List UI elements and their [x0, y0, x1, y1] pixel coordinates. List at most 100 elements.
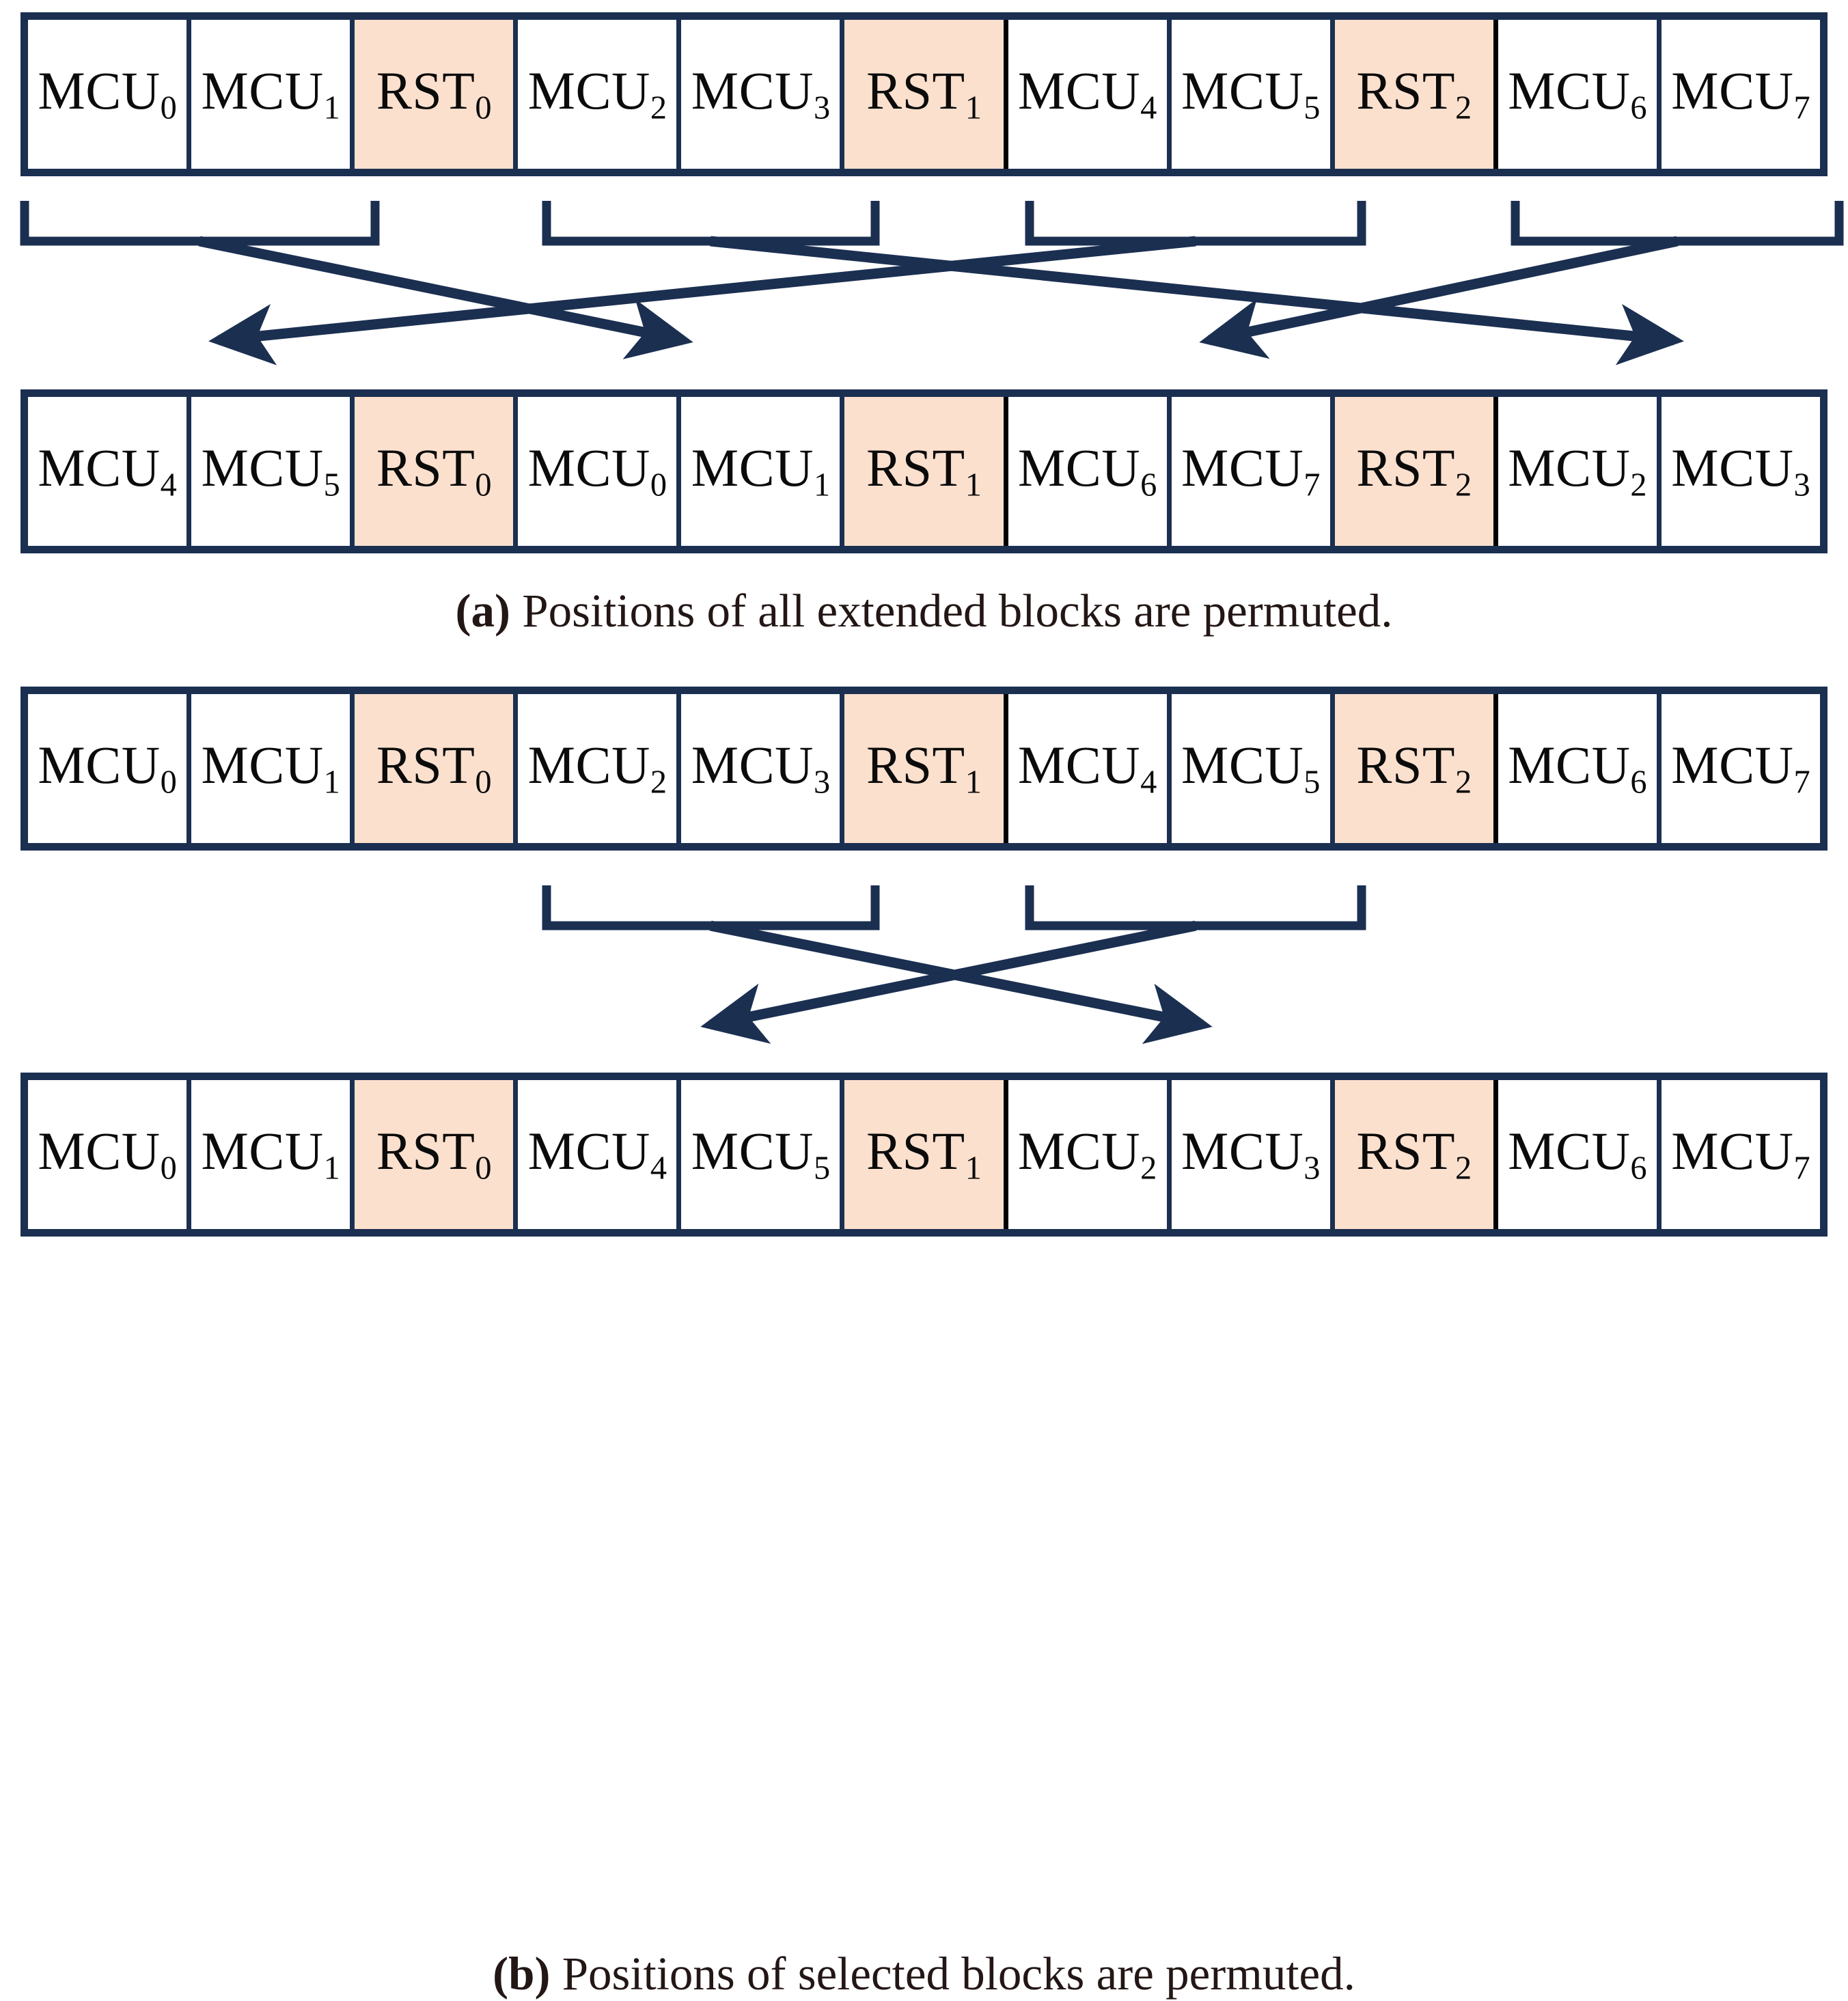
- bracket-group-1: [20, 201, 380, 246]
- panel-b-original-cell-mcu3: MCU3: [681, 694, 845, 843]
- bracket-group-2: [1025, 885, 1366, 930]
- cell-label: MCU7: [1671, 64, 1810, 125]
- panel-a-permuted-cell-mcu1: MCU1: [681, 397, 845, 546]
- bracket-group-3: [1025, 201, 1366, 246]
- cell-label-index: 7: [1793, 764, 1810, 801]
- cell-label-base: MCU: [691, 1120, 814, 1181]
- panel-b-permutation-connectors: [542, 885, 1366, 1045]
- panel-b-permuted-cell-mcu1: MCU1: [191, 1080, 355, 1229]
- cell-label-base: RST: [1356, 60, 1455, 120]
- panel-a-caption-text: Positions of all extended blocks are per…: [510, 585, 1393, 637]
- cell-label: RST2: [1356, 64, 1472, 125]
- cell-label: MCU2: [528, 64, 667, 125]
- cell-label: MCU3: [691, 738, 830, 799]
- cell-label-base: MCU: [201, 734, 324, 795]
- cell-label-base: MCU: [527, 734, 650, 795]
- cell-label-index: 5: [1304, 89, 1321, 126]
- cell-label: MCU3: [1671, 441, 1810, 502]
- cell-label: MCU2: [528, 738, 667, 799]
- panel-b-permuted-cell-rst2: RST2: [1334, 1080, 1498, 1229]
- cell-label-base: MCU: [38, 437, 161, 497]
- cell-label-index: 0: [475, 467, 492, 503]
- cell-label: MCU1: [201, 64, 340, 125]
- panel-a-original-cell-mcu6: MCU6: [1498, 20, 1661, 169]
- cell-label: RST1: [866, 1124, 982, 1185]
- panel-a-original-cell-mcu5: MCU5: [1171, 20, 1335, 169]
- cell-label-index: 2: [1454, 89, 1472, 126]
- panel-b-permuted-cell-mcu6: MCU6: [1498, 1080, 1661, 1229]
- cell-label-base: RST: [866, 437, 965, 497]
- cell-label-index: 4: [1140, 89, 1157, 126]
- cell-label-index: 0: [650, 467, 667, 503]
- panel-a-original-cell-mcu4: MCU4: [1008, 20, 1172, 169]
- cell-label: MCU1: [201, 738, 340, 799]
- cell-label-base: MCU: [1508, 60, 1631, 120]
- cell-label-base: RST: [376, 1120, 475, 1181]
- panel-b-original-cell-mcu6: MCU6: [1498, 694, 1661, 843]
- cell-label-index: 2: [650, 89, 667, 126]
- cell-label-base: RST: [866, 734, 965, 795]
- panel-a-permuted-cell-rst1: RST1: [844, 397, 1008, 546]
- panel-b-original-cell-rst2: RST2: [1334, 694, 1498, 843]
- panel-a-permuted-cell-rst2: RST2: [1334, 397, 1498, 546]
- arrow-group-2-to-slot-4: [710, 236, 1684, 365]
- cell-label: MCU7: [1671, 738, 1810, 801]
- panel-b-original-cell-mcu2: MCU2: [518, 694, 682, 843]
- cell-label-base: MCU: [1017, 1120, 1141, 1181]
- panel-a-original-cell-rst1: RST1: [844, 20, 1008, 169]
- cell-label-index: 2: [1454, 1150, 1472, 1187]
- panel-b-permuted-cell-rst1: RST1: [844, 1080, 1008, 1229]
- panel-b-original-cell-mcu1: MCU1: [191, 694, 355, 843]
- panel-a-permuted-cell-mcu3: MCU3: [1661, 397, 1821, 546]
- bracket-group-2: [542, 201, 880, 246]
- cell-label: RST0: [376, 441, 492, 502]
- cell-label-base: MCU: [38, 734, 161, 795]
- cell-label: MCU6: [1018, 441, 1157, 502]
- panel-a-permutation-connectors: [20, 201, 1844, 365]
- cell-label-index: 0: [160, 1150, 177, 1187]
- panel-a-original-cell-rst0: RST0: [355, 20, 519, 169]
- cell-label-index: 0: [475, 764, 492, 801]
- cell-label-base: MCU: [1017, 734, 1141, 795]
- panel-a-permuted-cell-rst0: RST0: [355, 397, 519, 546]
- panel-a-original-cell-mcu2: MCU2: [518, 20, 682, 169]
- panel-b-permuted-cell-mcu5: MCU5: [681, 1080, 845, 1229]
- panel-a-caption: (a) Positions of all extended blocks are…: [0, 584, 1848, 638]
- cell-label-index: 1: [965, 467, 982, 503]
- panel-a-permuted-cell-mcu6: MCU6: [1008, 397, 1172, 546]
- cell-label-index: 1: [965, 1150, 982, 1187]
- cell-label-base: RST: [866, 60, 965, 120]
- panel-b-original-cell-mcu0: MCU0: [28, 694, 192, 843]
- cell-label-base: MCU: [527, 1120, 650, 1181]
- cell-label: MCU4: [1018, 64, 1157, 125]
- cell-label-index: 6: [1140, 467, 1157, 503]
- cell-label-index: 6: [1630, 1150, 1647, 1187]
- cell-label-base: MCU: [1671, 60, 1794, 120]
- cell-label-index: 7: [1304, 467, 1321, 503]
- panel-b-caption-marker: (b): [493, 1948, 551, 2000]
- cell-label-base: MCU: [1671, 734, 1794, 795]
- cell-label-base: MCU: [1017, 60, 1141, 120]
- cell-label-index: 2: [1454, 467, 1472, 503]
- cell-label-base: MCU: [1181, 437, 1304, 497]
- cell-label-index: 1: [813, 467, 831, 503]
- cell-label-index: 4: [650, 1150, 667, 1187]
- cell-label-base: MCU: [38, 1120, 161, 1181]
- panel-a-original-cell-mcu1: MCU1: [191, 20, 355, 169]
- cell-label-base: MCU: [691, 734, 814, 795]
- cell-label-base: RST: [1356, 1120, 1455, 1181]
- cell-label-base: MCU: [1508, 437, 1631, 497]
- cell-label: MCU7: [1671, 1124, 1810, 1185]
- cell-label-base: RST: [376, 60, 475, 120]
- cell-label-index: 6: [1630, 764, 1647, 801]
- cell-label: RST1: [866, 64, 982, 125]
- cell-label-index: 0: [475, 89, 492, 126]
- cell-label: MCU1: [201, 1124, 340, 1185]
- cell-label-index: 0: [160, 764, 177, 801]
- cell-label-base: MCU: [1181, 734, 1304, 795]
- panel-b-permuted-cell-mcu4: MCU4: [518, 1080, 682, 1229]
